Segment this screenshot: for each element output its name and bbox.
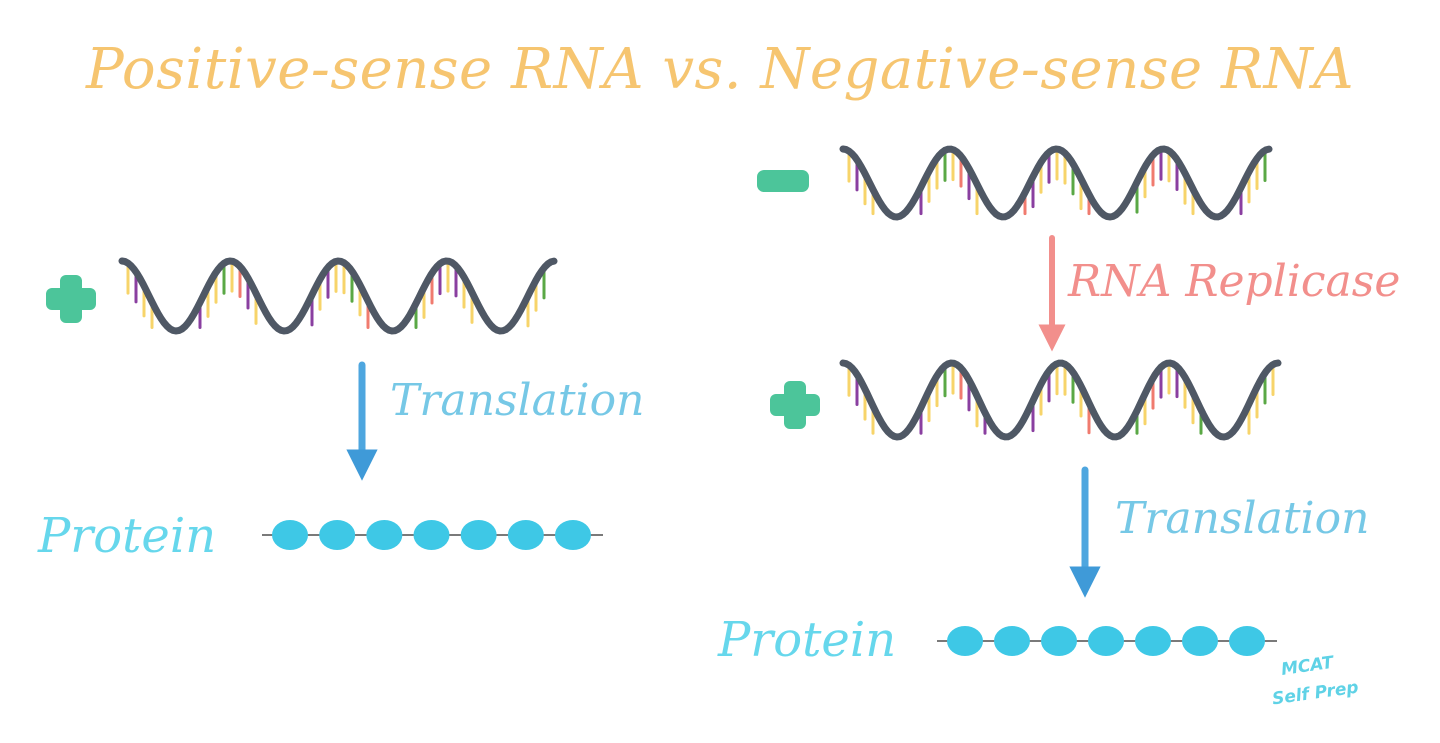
rna-backbone [118,257,558,335]
protein-chain [262,520,603,550]
plus-sign-icon [46,275,96,323]
protein-label: Protein [717,612,896,668]
replicase-label: RNA Replicase [1067,256,1400,307]
amino-acid-bead [1041,626,1077,656]
amino-acid-bead [947,626,983,656]
rna-backbone [839,145,1273,221]
translation-label: Translation [1115,493,1369,544]
diagram-title: Positive-sense RNA vs. Negative-sense RN… [85,37,1354,102]
positive-sense-path: + Translation Protein [37,257,644,564]
replicated-rna-strand [839,359,1282,441]
minus-sign-icon [757,170,809,192]
amino-acid-bead [555,520,591,550]
amino-acid-bead [994,626,1030,656]
watermark-logo: MCAT Self Prep [1271,653,1360,710]
negative-rna-strand [839,145,1273,221]
amino-acid-bead [319,520,356,550]
amino-acid-bead [1135,626,1171,656]
amino-acid-bead [366,520,403,550]
amino-acid-bead [1182,626,1218,656]
amino-acid-bead [460,520,497,550]
rna-backbone [839,359,1282,441]
protein-label: Protein [37,508,216,564]
watermark-line-2: Self Prep [1271,678,1360,710]
amino-acid-bead [272,520,308,550]
negative-sense-path: - RNA Replicase + Translation Protein MC… [717,145,1400,710]
watermark-line-1: MCAT [1280,653,1336,680]
amino-acid-bead [1088,626,1124,656]
amino-acid-bead [507,520,544,550]
amino-acid-bead [1229,626,1265,656]
positive-rna-strand [118,257,558,335]
protein-chain [937,626,1277,656]
amino-acid-bead [413,520,450,550]
translation-label: Translation [390,375,644,426]
plus-sign-icon [770,381,820,429]
